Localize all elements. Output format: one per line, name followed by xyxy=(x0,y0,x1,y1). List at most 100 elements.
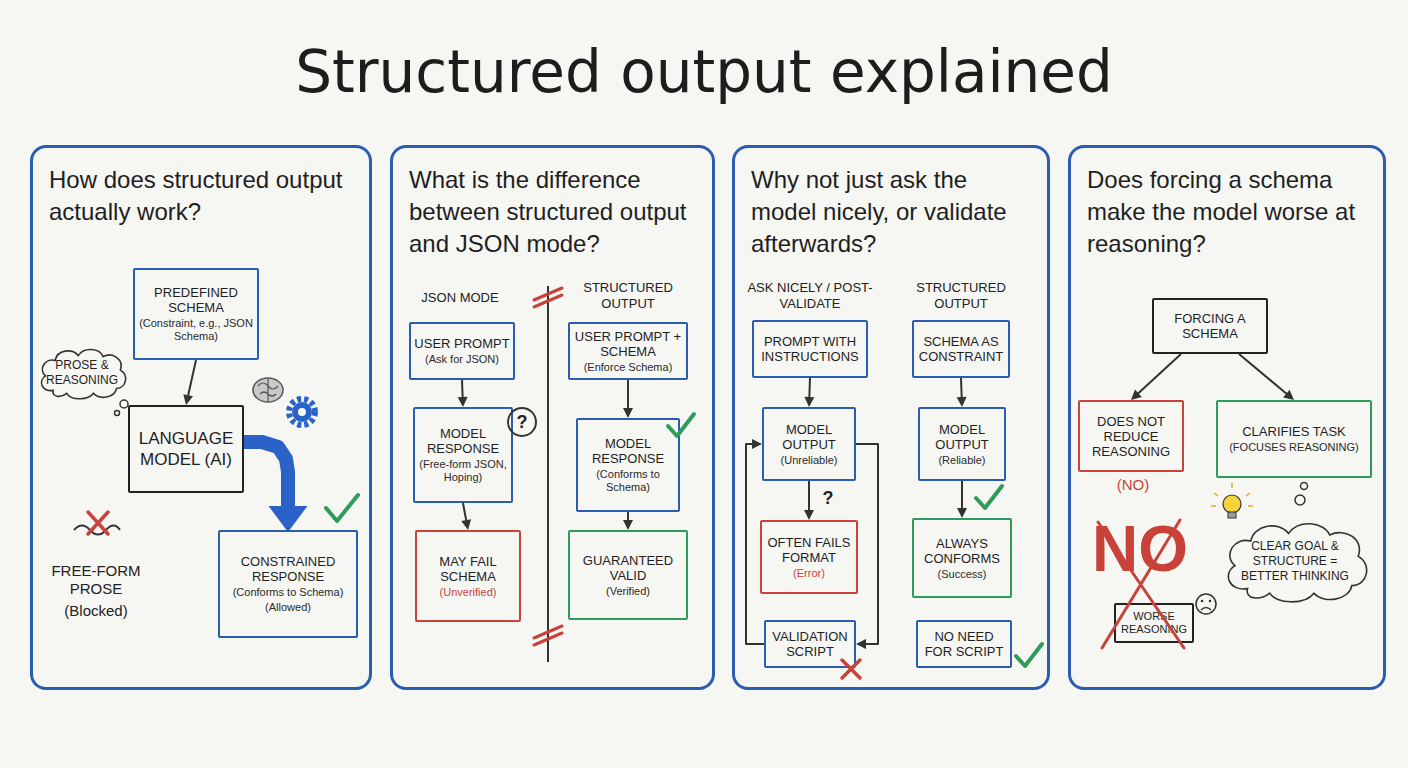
lightbulb-base xyxy=(1228,512,1236,518)
result-box: OFTEN FAILS FORMAT (Error) xyxy=(760,520,858,594)
arrow-head xyxy=(183,394,193,405)
box-note: (Constraint, e.g., JSON Schema) xyxy=(138,317,254,343)
panel-question: Why not just ask the model nicely, or va… xyxy=(751,164,1031,260)
prompt-box: USER PROMPT + SCHEMA(Enforce Schema) xyxy=(568,322,688,380)
check-mark xyxy=(668,414,694,436)
output-box: MODEL OUTPUT (Reliable) xyxy=(918,407,1006,481)
crossed-box: WORSE REASONING xyxy=(1114,603,1194,643)
prompt-box: SCHEMA AS CONSTRAINT xyxy=(912,320,1010,378)
box-heading: PROMPT WITH INSTRUCTIONS xyxy=(757,334,863,364)
flow-arrow xyxy=(746,439,764,644)
blocked-note: (Blocked) xyxy=(48,602,144,620)
arrow-line xyxy=(627,380,629,411)
cloud-text: PROSE & REASONING xyxy=(46,358,118,388)
arrow-head xyxy=(269,506,308,532)
answer-note: (NO) xyxy=(1100,476,1166,494)
column-label: JSON MODE xyxy=(405,290,515,306)
box-heading: USER PROMPT + SCHEMA xyxy=(573,329,683,359)
box-heading: FORCING A SCHEMA xyxy=(1157,311,1263,341)
cloud-text: CLEAR GOAL & STRUCTURE = BETTER THINKING xyxy=(1232,539,1358,584)
box-heading: VALIDATION SCRIPT xyxy=(769,629,851,659)
arrow-head xyxy=(1131,390,1142,400)
response-box: MODEL RESPONSE(Conforms to Schema) xyxy=(576,418,680,512)
box-note: (Ask for JSON) xyxy=(425,353,499,366)
arrow-line xyxy=(461,380,464,400)
break-mark xyxy=(534,626,562,645)
arrow-line xyxy=(188,360,196,398)
lightbulb xyxy=(1223,495,1241,513)
sad-face xyxy=(1196,594,1216,614)
arrow-head xyxy=(623,520,633,530)
face-mouth xyxy=(1201,608,1211,611)
gear-hole xyxy=(298,408,306,416)
question-panel: Does forcing a schema make the model wor… xyxy=(1068,145,1386,690)
arrow-line xyxy=(808,481,810,513)
arrow-head xyxy=(1283,390,1294,400)
fail-cross xyxy=(842,660,860,678)
thought-bubble xyxy=(1295,495,1305,505)
response-box: CONSTRAINED RESPONSE(Conforms to Schema)… xyxy=(218,530,358,638)
check-mark xyxy=(326,495,358,521)
arrow-head xyxy=(458,397,468,407)
check-mark xyxy=(1016,644,1042,666)
box-note: (Error) xyxy=(793,567,825,580)
question-panel: Why not just ask the model nicely, or va… xyxy=(732,145,1050,690)
blocked-cross xyxy=(88,512,108,534)
blocked-label: FREE-FORM PROSE xyxy=(48,562,144,598)
box-heading: CLARIFIES TASK xyxy=(1242,424,1346,439)
flow-arrow xyxy=(1131,354,1181,400)
box-heading: OFTEN FAILS FORMAT xyxy=(765,535,853,565)
face-eye xyxy=(1201,600,1204,603)
diagram-title: Structured output explained xyxy=(0,32,1408,112)
flow-arrow xyxy=(1239,354,1294,400)
root-box: FORCING A SCHEMA xyxy=(1152,298,1268,354)
thought-bubble xyxy=(120,400,128,408)
box-heading: CONSTRAINED RESPONSE xyxy=(223,554,353,584)
arrow-line xyxy=(961,481,963,511)
flow-arrow xyxy=(856,444,878,649)
flow-arrow xyxy=(623,380,633,418)
arrow-head xyxy=(957,397,967,407)
box-heading: LANGUAGE MODEL (AI) xyxy=(133,428,239,470)
no-mark: NO xyxy=(1080,514,1200,584)
box-heading: SCHEMA AS CONSTRAINT xyxy=(917,334,1005,364)
box-heading: MODEL RESPONSE xyxy=(418,426,508,456)
panel-question: Does forcing a schema make the model wor… xyxy=(1087,164,1367,260)
output-box: MODEL OUTPUT(Unreliable) xyxy=(762,407,856,481)
flow-arrow xyxy=(804,378,814,407)
flow-arrow xyxy=(957,378,967,407)
box-heading: GUARANTEED VALID xyxy=(573,553,683,583)
box-heading: MODEL OUTPUT xyxy=(923,422,1001,452)
box-heading: PREDEFINED SCHEMA xyxy=(138,285,254,315)
break-mark xyxy=(534,288,562,307)
arrow-line xyxy=(856,444,878,644)
box-note: (Conforms to Schema) xyxy=(581,468,675,494)
question-circle xyxy=(508,408,536,436)
arrow-line xyxy=(960,378,963,400)
check-mark xyxy=(976,486,1002,508)
box-heading: MAY FAIL SCHEMA xyxy=(420,554,516,584)
arrow-line xyxy=(746,444,764,644)
arrow-line xyxy=(244,442,288,514)
box-heading: DOES NOT REDUCE REASONING xyxy=(1083,414,1179,459)
box-heading: MODEL OUTPUT xyxy=(767,422,851,452)
flow-arrow xyxy=(461,503,471,530)
arrow-head xyxy=(461,519,471,530)
prose-squiggle xyxy=(74,526,120,535)
box-note: (Verified) xyxy=(606,585,650,598)
prompt-box: PROMPT WITH INSTRUCTIONS xyxy=(752,320,868,378)
flow-arrow xyxy=(957,481,967,518)
arrow-head xyxy=(957,508,967,518)
thought-cloud: PROSE & REASONING xyxy=(34,344,130,402)
box-note: (Reliable) xyxy=(938,454,985,467)
model-box: LANGUAGE MODEL (AI) xyxy=(128,405,244,493)
box-note: (Free-form JSON, Hoping) xyxy=(418,458,508,484)
face-eye xyxy=(1209,600,1212,603)
thought-cloud: CLEAR GOAL & STRUCTURE = BETTER THINKING xyxy=(1216,515,1374,607)
script-box: VALIDATION SCRIPT xyxy=(764,620,856,668)
box-heading: NO NEED FOR SCRIPT xyxy=(921,629,1007,659)
arrow-line xyxy=(627,512,629,523)
result-box: MAY FAIL SCHEMA(Unverified) xyxy=(415,530,521,622)
